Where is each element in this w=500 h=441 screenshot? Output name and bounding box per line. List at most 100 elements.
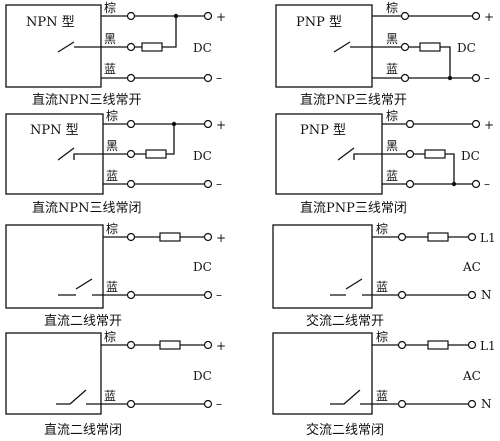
load-resistor: [159, 232, 181, 242]
terminal-blue: [397, 290, 407, 300]
power-type-label: AC: [462, 260, 481, 274]
terminal-n: [467, 399, 477, 409]
sensor-body: [272, 332, 373, 415]
load-resistor: [427, 340, 449, 350]
terminal-plus-label: +: [216, 339, 226, 353]
terminal-brown: [126, 119, 136, 129]
sensor-body: [272, 224, 373, 309]
terminal-minus: [203, 399, 213, 409]
panel-caption: 直流NPN三线常开: [32, 93, 142, 108]
junction-dot: [451, 181, 457, 187]
blue-wire: [330, 389, 468, 405]
switch-symbol: [337, 147, 382, 161]
power-type-label: DC: [461, 149, 480, 163]
power-type-label: AC: [462, 369, 481, 383]
wire-label-blue: 蓝: [104, 62, 116, 76]
sensor-body: [5, 224, 104, 309]
terminal-n: [467, 290, 477, 300]
terminal-plus: [471, 119, 481, 129]
terminal-minus-label: –: [216, 397, 222, 411]
load-resistor: [427, 232, 449, 242]
terminal-n-label: N: [481, 288, 492, 302]
wire-label-black: 黑: [386, 139, 398, 153]
terminal-brown: [126, 232, 136, 242]
sensor-body: [5, 4, 102, 88]
sensor-body: [5, 332, 102, 415]
terminal-plus: [203, 119, 213, 129]
terminal-black: [405, 149, 415, 159]
terminal-blue: [400, 73, 410, 83]
junction-dot: [173, 13, 179, 19]
terminal-minus: [203, 73, 213, 83]
wire-label-blue: 蓝: [106, 280, 118, 294]
panel-pnp-3wire-no: PNP 型 棕 黑 蓝 + – DC 直流PNP三线常开: [275, 0, 494, 108]
terminal-blue: [126, 290, 136, 300]
panel-caption: 直流二线常闭: [44, 423, 122, 438]
panel-caption: 直流PNP三线常闭: [300, 201, 407, 216]
wire-label-brown: 棕: [376, 221, 388, 236]
power-type-label: DC: [193, 149, 212, 163]
terminal-brown: [397, 232, 407, 242]
blue-wire: [56, 389, 204, 405]
black-wire: [103, 124, 175, 155]
terminal-brown: [126, 340, 136, 350]
terminal-brown: [397, 340, 407, 350]
wire-label-black: 黑: [104, 32, 116, 46]
wire-label-brown: 棕: [386, 0, 398, 15]
wire-label-brown: 棕: [106, 108, 118, 123]
terminal-blue: [405, 179, 415, 189]
terminal-plus-label: +: [484, 118, 494, 132]
wire-label-brown: 棕: [386, 108, 398, 123]
load-resistor: [419, 42, 441, 52]
sensor-type-label: NPN 型: [26, 15, 75, 30]
wire-label-blue: 蓝: [376, 280, 388, 294]
load-resistor: [141, 42, 163, 52]
terminal-l1: [467, 232, 477, 242]
terminal-minus-label: –: [216, 71, 222, 85]
blue-wire: [58, 278, 204, 296]
wire-label-black: 黑: [106, 139, 118, 153]
panel-caption: 直流二线常开: [44, 314, 122, 329]
terminal-minus: [203, 179, 213, 189]
load-resistor: [424, 149, 446, 159]
load-resistor: [145, 149, 167, 159]
switch-symbol: [333, 41, 372, 53]
terminal-blue: [126, 73, 136, 83]
sensor-body: [275, 4, 373, 88]
power-type-label: DC: [193, 260, 212, 274]
blue-wire: [330, 278, 468, 296]
terminal-minus-label: –: [216, 177, 222, 191]
wire-label-brown: 棕: [104, 329, 116, 344]
terminal-minus-label: –: [216, 288, 222, 302]
panel-caption: 直流NPN三线常闭: [32, 201, 142, 216]
panel-dc-2wire-nc: 棕 蓝 + – DC 直流二线常闭: [5, 329, 226, 438]
wire-label-brown: 棕: [104, 0, 116, 15]
terminal-l1-label: L1: [480, 339, 496, 353]
wire-label-brown: 棕: [106, 221, 118, 236]
terminal-plus-label: +: [216, 118, 226, 132]
power-type-label: DC: [193, 41, 212, 55]
wire-label-blue: 蓝: [104, 389, 116, 403]
terminal-black: [126, 149, 136, 159]
junction-dot: [447, 75, 453, 81]
terminal-minus: [203, 290, 213, 300]
terminal-black: [400, 42, 410, 52]
wire-label-blue: 蓝: [386, 169, 398, 183]
black-wire: [101, 16, 177, 48]
terminal-plus-label: +: [484, 10, 494, 24]
terminal-blue: [397, 399, 407, 409]
panel-ac-2wire-nc: 棕 蓝 L1 N AC 交流二线常闭: [272, 329, 496, 438]
panel-caption: 交流二线常闭: [306, 422, 384, 438]
power-type-label: DC: [193, 369, 212, 383]
terminal-l1: [467, 340, 477, 350]
switch-symbol: [57, 147, 103, 161]
wire-label-blue: 蓝: [106, 169, 118, 183]
switch-symbol: [57, 41, 101, 53]
sensor-type-label: NPN 型: [30, 123, 79, 138]
terminal-plus: [203, 11, 213, 21]
panel-caption: 直流PNP三线常开: [300, 93, 407, 108]
power-type-label: DC: [457, 41, 476, 55]
terminal-minus-label: –: [484, 71, 490, 85]
junction-dot: [171, 121, 177, 127]
